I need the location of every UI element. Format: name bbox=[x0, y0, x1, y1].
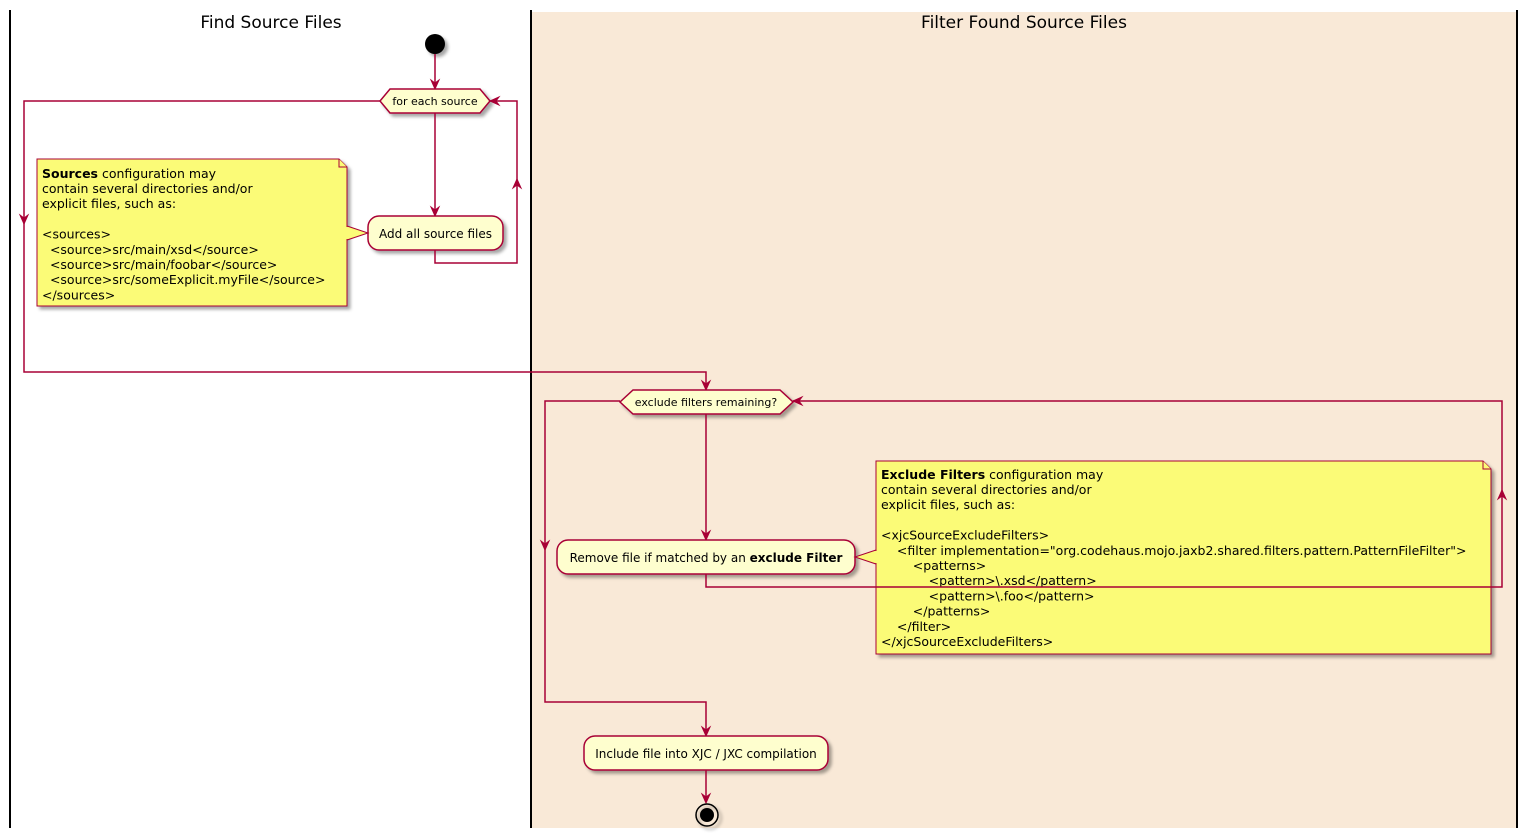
edge-loop1-back bbox=[434, 100, 518, 264]
edge-loop1-exit bbox=[23, 100, 707, 384]
arrowhead bbox=[700, 725, 712, 738]
sources-note-title-bold: Sources bbox=[42, 166, 98, 181]
note-fold bbox=[338, 159, 347, 168]
note-line: <sources> bbox=[42, 227, 111, 242]
arrowhead bbox=[488, 95, 501, 107]
lane-title-filter: Filter Found Source Files bbox=[921, 13, 1127, 33]
arrowhead bbox=[511, 177, 523, 190]
note-line: <pattern>\.foo</pattern> bbox=[881, 588, 1095, 603]
arrowhead bbox=[429, 205, 441, 218]
filter-lane-background bbox=[531, 12, 1517, 828]
arrowhead bbox=[18, 213, 30, 226]
sources-note-body: contain several directories and/orexplic… bbox=[42, 181, 325, 302]
note-line: <source>src/someExplicit.myFile</source> bbox=[42, 272, 325, 287]
sources-note-pointer bbox=[346, 225, 370, 241]
note-line: <source>src/main/xsd</source> bbox=[42, 242, 259, 257]
note-line: </patterns> bbox=[881, 604, 990, 619]
exclude-note-title: Exclude Filters configuration may bbox=[881, 467, 1104, 482]
exclude-filters-note bbox=[875, 460, 1492, 655]
exclude-note-body: contain several directories and/orexplic… bbox=[881, 482, 1466, 649]
stop-node-outer bbox=[695, 803, 719, 827]
loop1-condition-label: for each source bbox=[392, 95, 477, 108]
exclude-note-title-bold: Exclude Filters bbox=[881, 467, 985, 482]
arrowhead bbox=[700, 379, 712, 392]
start-node bbox=[425, 34, 445, 54]
note-line: </filter> bbox=[881, 619, 951, 634]
edge-loop2-exit bbox=[544, 400, 707, 730]
loop2-condition-hexagon bbox=[618, 389, 795, 415]
note-line: explicit files, such as: bbox=[881, 497, 1015, 512]
arrowhead bbox=[700, 792, 712, 805]
note-line: contain several directories and/or bbox=[881, 482, 1092, 497]
edge-loop2-back bbox=[705, 400, 1503, 588]
remove-file-label: Remove file if matched by an exclude Fil… bbox=[570, 551, 843, 565]
arrowhead bbox=[700, 529, 712, 542]
arrowhead bbox=[1496, 488, 1508, 501]
add-source-files-label: Add all source files bbox=[379, 227, 492, 241]
note-line: </sources> bbox=[42, 287, 115, 302]
exclude-note-title-rest: configuration may bbox=[985, 467, 1104, 482]
note-fold bbox=[1482, 461, 1491, 470]
note-line: <filter implementation="org.codehaus.moj… bbox=[881, 543, 1466, 558]
arrowhead bbox=[539, 539, 551, 552]
sources-note-title: Sources configuration may bbox=[42, 166, 217, 181]
arrowhead bbox=[429, 78, 441, 91]
remove-file-label-prefix: Remove file if matched by an bbox=[570, 551, 750, 565]
sources-note-title-rest: configuration may bbox=[98, 166, 217, 181]
note-line: </xjcSourceExcludeFilters> bbox=[881, 634, 1053, 649]
note-line: <pattern>\.xsd</pattern> bbox=[881, 573, 1097, 588]
note-line: <source>src/main/foobar</source> bbox=[42, 257, 277, 272]
stop-node-inner bbox=[700, 808, 714, 822]
loop2-condition-label: exclude filters remaining? bbox=[635, 396, 778, 409]
note-line: contain several directories and/or bbox=[42, 181, 253, 196]
note-line: <xjcSourceExcludeFilters> bbox=[881, 528, 1049, 543]
arrowhead bbox=[791, 395, 804, 407]
note-line: <patterns> bbox=[881, 558, 986, 573]
remove-file-label-bold: exclude Filter bbox=[750, 551, 843, 565]
lane-title-find: Find Source Files bbox=[200, 13, 341, 33]
note-line: explicit files, such as: bbox=[42, 196, 176, 211]
include-file-label: Include file into XJC / JXC compilation bbox=[595, 747, 817, 761]
